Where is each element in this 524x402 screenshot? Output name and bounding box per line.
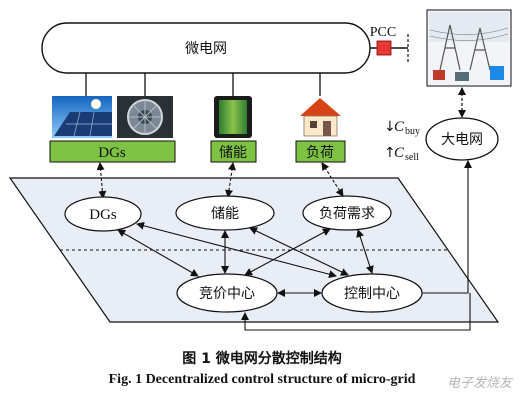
down-arrow-icon: ↓ bbox=[384, 119, 396, 135]
pcc-label: PCC bbox=[370, 25, 396, 40]
house-image bbox=[300, 98, 341, 137]
up-arrow-icon: ↑ bbox=[384, 145, 396, 161]
plane-arrows bbox=[117, 160, 472, 331]
microgrid-label: 微电网 bbox=[185, 41, 227, 57]
load-box-label: 负荷 bbox=[306, 145, 334, 161]
power-grid-image bbox=[426, 9, 512, 87]
node-dgs-label: DGs bbox=[89, 207, 117, 223]
sell-sub: sell bbox=[405, 152, 419, 163]
main-grid-label: 大电网 bbox=[441, 132, 483, 148]
caption-chinese: 图 1 微电网分散控制结构 bbox=[182, 351, 342, 367]
storage-box-label: 储能 bbox=[219, 145, 247, 161]
solar-panel-image bbox=[52, 96, 112, 138]
dgs-box-label: DGs bbox=[98, 145, 126, 161]
node-load-demand: 负荷需求 bbox=[302, 195, 392, 231]
battery-image bbox=[214, 96, 252, 138]
sell-price: ↑ C sell bbox=[384, 145, 419, 163]
node-storage: 储能 bbox=[175, 195, 275, 231]
node-control-center-label: 控制中心 bbox=[344, 286, 400, 302]
node-storage-label: 储能 bbox=[211, 206, 239, 222]
pcc-switch-icon bbox=[376, 40, 392, 56]
node-dgs: DGs bbox=[64, 196, 142, 232]
node-bidding-center: 竞价中心 bbox=[176, 273, 278, 313]
buy-sub: buy bbox=[405, 126, 420, 137]
dgs-box: DGs bbox=[49, 140, 176, 163]
node-bidding-center-label: 竞价中心 bbox=[199, 285, 255, 302]
microgrid-bus: 微电网 bbox=[41, 22, 371, 74]
storage-box: 储能 bbox=[210, 140, 257, 163]
watermark: 电子发烧友 bbox=[446, 376, 512, 391]
sell-symbol: C bbox=[394, 145, 405, 161]
diagram: 微电网 PCC 大电网 ↓ C buy ↑ C sell bbox=[8, 9, 512, 331]
turbine-image bbox=[117, 96, 173, 138]
load-box: 负荷 bbox=[295, 140, 346, 163]
buy-symbol: C bbox=[394, 119, 405, 135]
caption-english: Fig. 1 Decentralized control structure o… bbox=[108, 372, 416, 387]
node-load-demand-label: 负荷需求 bbox=[319, 206, 375, 222]
node-control-center: 控制中心 bbox=[321, 273, 423, 313]
buy-price: ↓ C buy bbox=[384, 119, 420, 137]
main-grid-node: 大电网 bbox=[425, 117, 499, 161]
